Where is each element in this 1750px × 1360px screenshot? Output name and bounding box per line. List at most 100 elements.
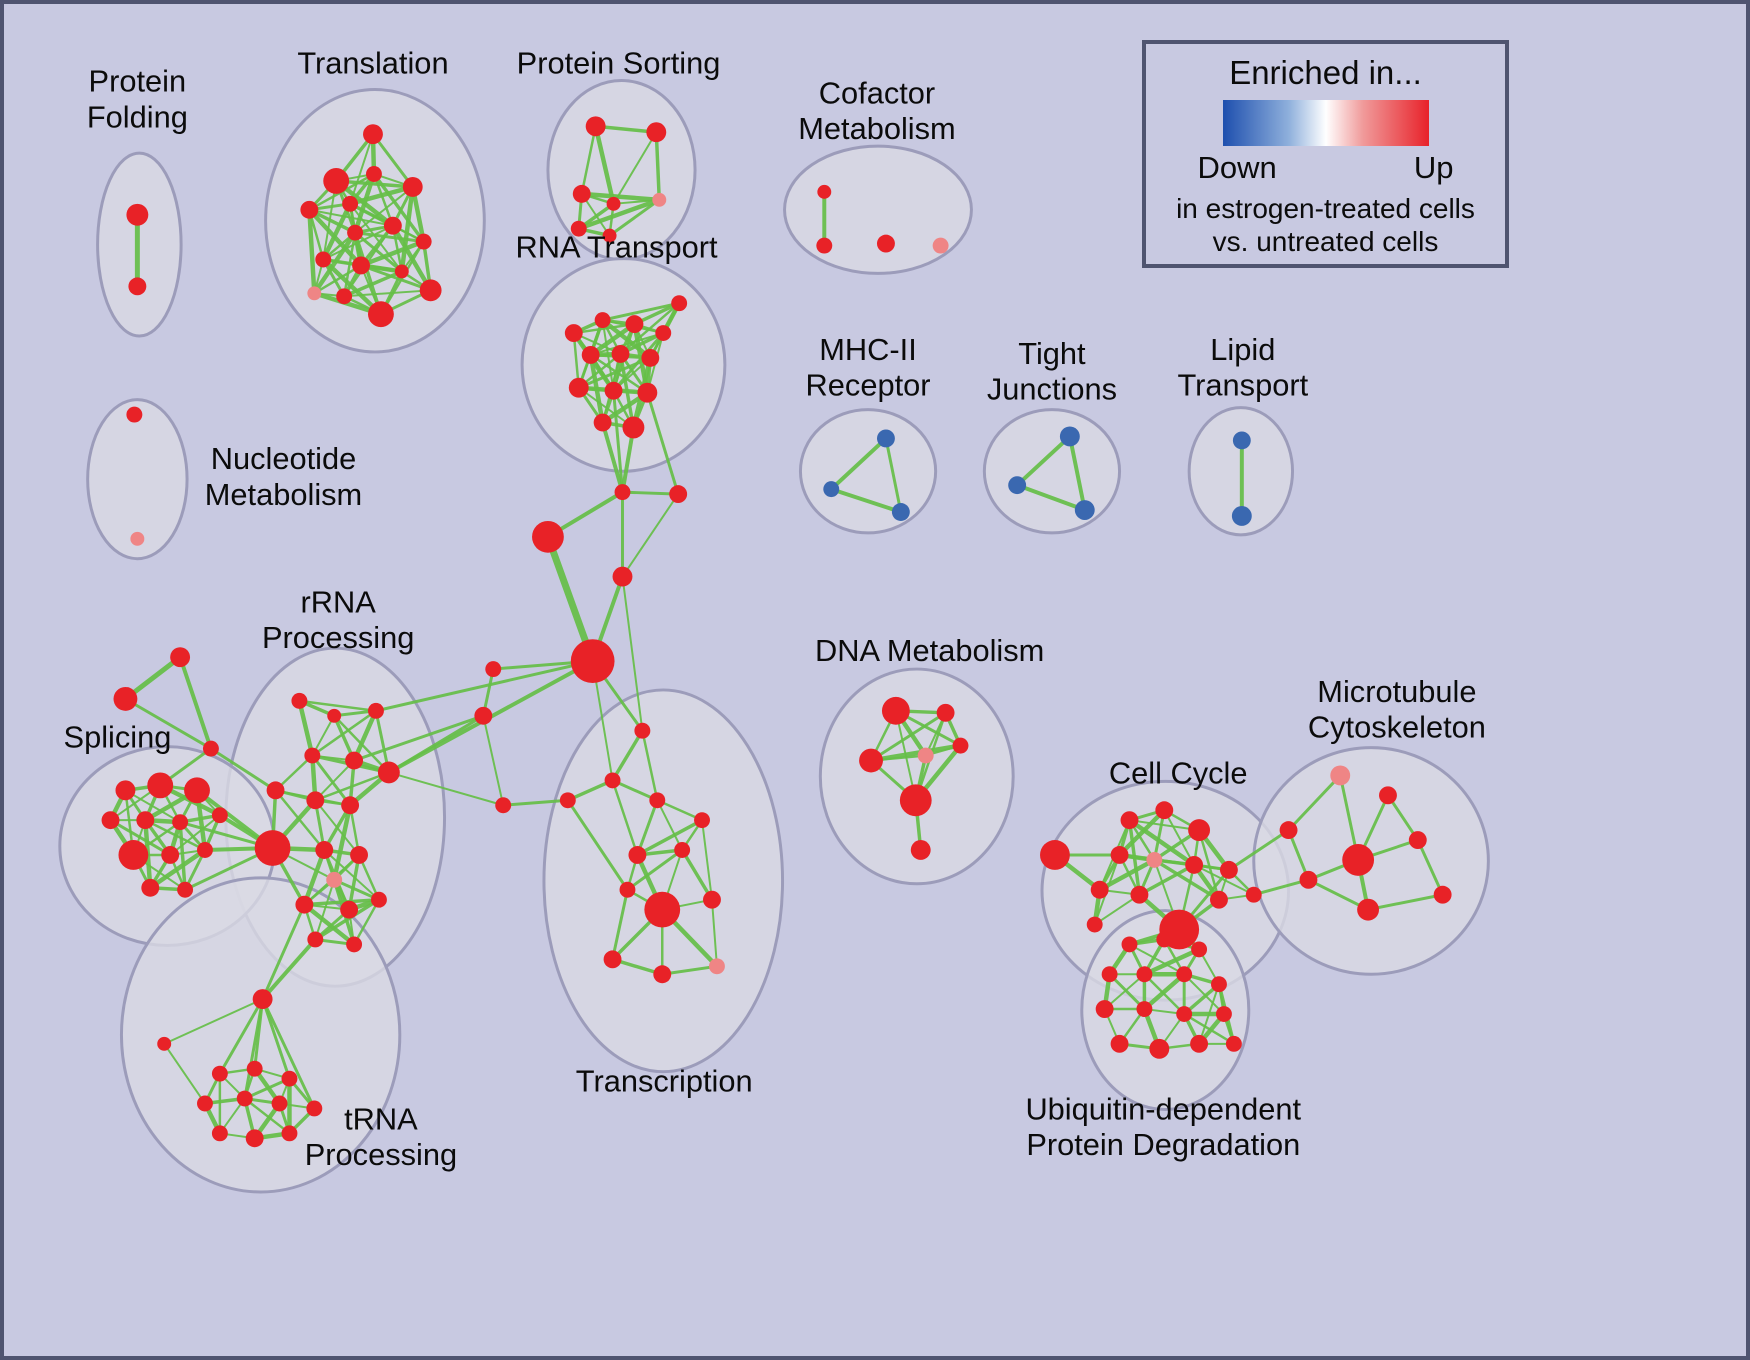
edge-rr6-rr8 [314, 771, 391, 802]
edge-t8-t11 [353, 231, 426, 244]
node-rr16 [370, 891, 387, 908]
node-tj2 [1008, 476, 1027, 495]
node-tj1 [1059, 426, 1080, 447]
node-tc7 [674, 842, 691, 858]
edge-rr1-rr4 [297, 698, 315, 758]
node-ub2 [1156, 931, 1173, 948]
edge-ps1-ps3 [580, 125, 597, 196]
edge-cc2-cc4 [1128, 819, 1201, 832]
node-tc3 [649, 792, 666, 809]
edge-rr9-rr13 [331, 803, 353, 883]
edge-cn1-cn4 [621, 490, 680, 496]
edge-cn8-tc5 [501, 798, 570, 807]
edge-tn1-tn5 [261, 997, 291, 1081]
node-tn2 [157, 1036, 172, 1051]
edge-t8-t16 [353, 231, 404, 273]
node-mc6 [1299, 870, 1318, 889]
node-cm2 [816, 237, 833, 254]
edge-dm2-dm3 [869, 711, 948, 763]
node-cn3 [612, 566, 633, 587]
node-rr1 [291, 692, 308, 709]
edge-rr5-rr8 [314, 759, 356, 802]
legend-box: Enriched in... Down Up in estrogen-treat… [1142, 40, 1509, 268]
node-cc12 [1210, 890, 1228, 909]
edge-t5-t6 [347, 184, 415, 207]
node-tn8 [271, 1095, 288, 1112]
edge-rr13-rr17 [314, 878, 336, 941]
node-t7 [383, 216, 402, 235]
node-sp1 [115, 780, 136, 801]
edge-rr14-rr16 [302, 897, 381, 907]
edge-cc8-mc3 [1227, 828, 1291, 872]
edge-x1-x3 [178, 655, 213, 751]
edge-rr11-rr14 [302, 847, 327, 907]
node-ub10 [1176, 1006, 1193, 1022]
node-rt9 [604, 381, 623, 400]
edge-tj1-tj2 [1015, 434, 1072, 488]
node-tn9 [211, 1125, 228, 1142]
node-rr7 [266, 781, 285, 800]
edge-tc7-tc10 [680, 848, 714, 902]
edge-rt4-rt5 [589, 332, 665, 356]
node-rt12 [622, 416, 645, 439]
edge-cc14-mc6 [1252, 878, 1310, 897]
node-mh3 [891, 503, 910, 521]
node-ub9 [1136, 1001, 1153, 1018]
edge-rt6-rt13 [619, 301, 681, 356]
node-tn1 [252, 989, 273, 1010]
edge-t10-t15 [313, 264, 363, 295]
node-sp5 [136, 811, 155, 830]
node-mc7 [1433, 885, 1452, 904]
edge-rr13-rr16 [332, 878, 381, 902]
node-mc4 [1408, 831, 1427, 849]
node-cc4 [1188, 819, 1211, 842]
edge-ub4-ub9 [1108, 972, 1146, 1011]
edge-rt11-cn1 [600, 420, 625, 495]
node-tc11 [603, 950, 622, 969]
edge-dm3-dm5 [868, 743, 963, 763]
node-rt13 [671, 295, 688, 312]
edge-cc6-cc9 [1097, 857, 1157, 892]
edge-tc4-tc6 [635, 818, 704, 857]
edge-mc1-mc3 [1287, 773, 1342, 832]
node-t14 [336, 288, 353, 305]
edge-cc2-cc7 [1127, 817, 1197, 868]
legend-subtitle-line1: in estrogen-treated cells [1176, 193, 1475, 224]
edge-rt7-rt8 [577, 356, 652, 390]
edge-tc4-tc10 [701, 819, 713, 901]
node-t16 [394, 264, 409, 279]
edge-rr17-tn1 [260, 937, 318, 1002]
node-sp3 [184, 777, 210, 804]
edge-ps1-ps2 [593, 124, 659, 134]
node-sp9 [161, 846, 180, 864]
cluster-label-splicing: Splicing [64, 720, 172, 755]
edge-tn2-tn1 [163, 998, 264, 1045]
node-cn2 [532, 520, 564, 553]
edge-rr3-rr4 [311, 709, 378, 757]
edge-sp10-sp11 [148, 847, 208, 891]
edge-tc10-tc13 [710, 898, 718, 968]
edge-cc10-cc13 [1093, 893, 1141, 926]
edge-tc2-tc5 [566, 778, 615, 803]
legend-title: Enriched in... [1229, 54, 1422, 91]
edge-t10-t12 [359, 263, 433, 292]
edge-rr16-rr17 [313, 897, 381, 942]
node-rr2 [327, 708, 342, 723]
edge-t14-t16 [342, 269, 404, 299]
node-rr15 [340, 900, 359, 919]
node-cc7 [1185, 855, 1204, 874]
node-lt1 [1232, 431, 1251, 450]
node-sp7 [211, 807, 228, 824]
node-tc9 [644, 891, 681, 928]
edge-rr1-rr3 [298, 699, 378, 713]
edge-ub1-ub6 [1128, 943, 1186, 976]
node-rt3 [625, 315, 644, 334]
legend-up-label: Up [1413, 150, 1454, 185]
node-tc2 [604, 772, 621, 789]
edge-tn1-tn3 [218, 997, 265, 1076]
edge-ps3-ps5 [579, 191, 662, 203]
edge-t5-t16 [399, 184, 415, 274]
